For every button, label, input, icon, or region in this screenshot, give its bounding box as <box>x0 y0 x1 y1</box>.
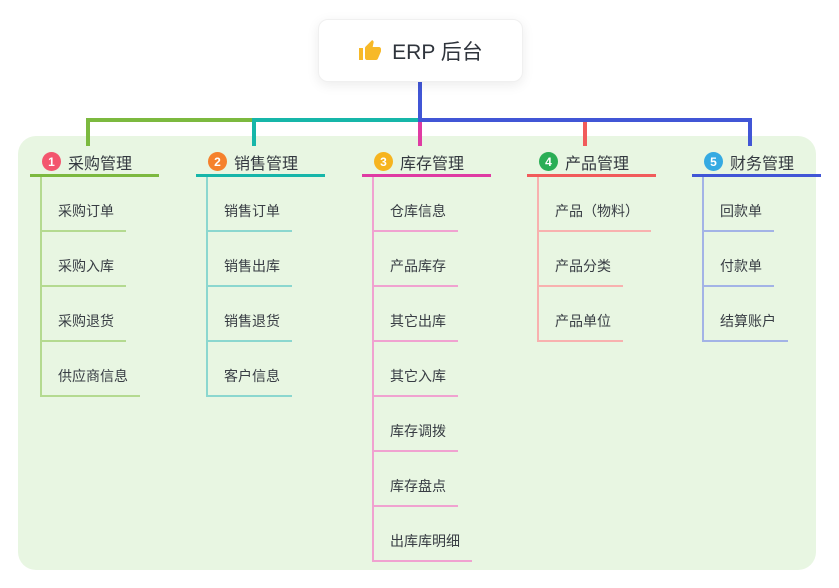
connector-drop-branch-5 <box>748 118 752 146</box>
branch-number-badge: 1 <box>42 152 61 171</box>
child-node[interactable]: 销售出库 <box>206 232 292 287</box>
child-node[interactable]: 产品库存 <box>372 232 472 287</box>
child-node-label: 销售出库 <box>206 256 292 287</box>
branch-header-1[interactable]: 1 采购管理 <box>30 149 159 177</box>
root-stem-line <box>418 82 422 122</box>
child-node[interactable]: 结算账户 <box>702 287 788 342</box>
branch-header-2[interactable]: 2 销售管理 <box>196 149 325 177</box>
branch-trunk-line <box>40 177 42 397</box>
branch-number-badge: 2 <box>208 152 227 171</box>
child-node-label: 结算账户 <box>702 311 788 342</box>
connector-horizontal-teal <box>252 118 420 122</box>
branch-number-badge: 5 <box>704 152 723 171</box>
branches-panel <box>18 136 816 570</box>
branch-label: 财务管理 <box>730 155 795 173</box>
child-node[interactable]: 产品（物料） <box>537 177 651 232</box>
child-node-label: 回款单 <box>702 201 774 232</box>
child-node-label: 供应商信息 <box>40 366 140 397</box>
child-node[interactable]: 采购入库 <box>40 232 140 287</box>
branch-children: 回款单付款单结算账户 <box>702 177 788 342</box>
child-node-label: 出库库明细 <box>372 531 472 562</box>
child-node[interactable]: 其它入库 <box>372 342 472 397</box>
connector-horizontal-green <box>86 118 256 122</box>
child-node[interactable]: 采购退货 <box>40 287 140 342</box>
thumbs-up-icon <box>358 39 382 63</box>
child-node[interactable]: 其它出库 <box>372 287 472 342</box>
child-node[interactable]: 产品分类 <box>537 232 651 287</box>
branch-trunk-line <box>372 177 374 562</box>
child-node-label: 采购退货 <box>40 311 126 342</box>
branch-trunk-line <box>702 177 704 342</box>
child-node[interactable]: 销售退货 <box>206 287 292 342</box>
connector-drop-branch-4 <box>583 118 587 146</box>
branch-header-3[interactable]: 3 库存管理 <box>362 149 491 177</box>
branch-children: 销售订单销售出库销售退货客户信息 <box>206 177 292 397</box>
child-node-label: 销售退货 <box>206 311 292 342</box>
branch-header-4[interactable]: 4 产品管理 <box>527 149 656 177</box>
child-node[interactable]: 付款单 <box>702 232 788 287</box>
child-node[interactable]: 出库库明细 <box>372 507 472 562</box>
child-node[interactable]: 采购订单 <box>40 177 140 232</box>
branch-trunk-line <box>206 177 208 397</box>
branch-label: 产品管理 <box>565 155 630 173</box>
child-node-label: 采购订单 <box>40 201 126 232</box>
branch-header-5[interactable]: 5 财务管理 <box>692 149 821 177</box>
connector-drop-branch-1 <box>86 118 90 146</box>
branch-children: 产品（物料） 产品分类产品单位 <box>537 177 651 342</box>
child-node-label: 产品（物料） <box>537 201 651 232</box>
root-label: ERP 后台 <box>392 40 483 64</box>
child-node-label: 付款单 <box>702 256 774 287</box>
child-node-label: 库存盘点 <box>372 476 458 507</box>
child-node-label: 仓库信息 <box>372 201 458 232</box>
child-node[interactable]: 销售订单 <box>206 177 292 232</box>
child-node[interactable]: 供应商信息 <box>40 342 140 397</box>
branch-children: 采购订单采购入库采购退货供应商信息 <box>40 177 140 397</box>
branch-number-badge: 3 <box>374 152 393 171</box>
child-node-label: 其它入库 <box>372 366 458 397</box>
child-node[interactable]: 库存盘点 <box>372 452 472 507</box>
connector-drop-branch-3 <box>418 122 422 146</box>
branch-trunk-line <box>537 177 539 342</box>
root-node[interactable]: ERP 后台 <box>318 19 523 82</box>
child-node-label: 产品分类 <box>537 256 623 287</box>
branch-label: 库存管理 <box>400 155 465 173</box>
connector-horizontal-blue <box>420 118 752 122</box>
child-node[interactable]: 客户信息 <box>206 342 292 397</box>
branch-number-badge: 4 <box>539 152 558 171</box>
branch-label: 采购管理 <box>68 155 133 173</box>
child-node-label: 产品库存 <box>372 256 458 287</box>
child-node-label: 销售订单 <box>206 201 292 232</box>
child-node[interactable]: 产品单位 <box>537 287 651 342</box>
child-node[interactable]: 回款单 <box>702 177 788 232</box>
child-node[interactable]: 仓库信息 <box>372 177 472 232</box>
child-node-label: 其它出库 <box>372 311 458 342</box>
child-node-label: 库存调拨 <box>372 421 458 452</box>
child-node-label: 采购入库 <box>40 256 126 287</box>
child-node-label: 产品单位 <box>537 311 623 342</box>
branch-children: 仓库信息产品库存其它出库其它入库库存调拨库存盘点出库库明细 <box>372 177 472 562</box>
child-node[interactable]: 库存调拨 <box>372 397 472 452</box>
branch-label: 销售管理 <box>234 155 299 173</box>
connector-drop-branch-2 <box>252 118 256 146</box>
child-node-label: 客户信息 <box>206 366 292 397</box>
